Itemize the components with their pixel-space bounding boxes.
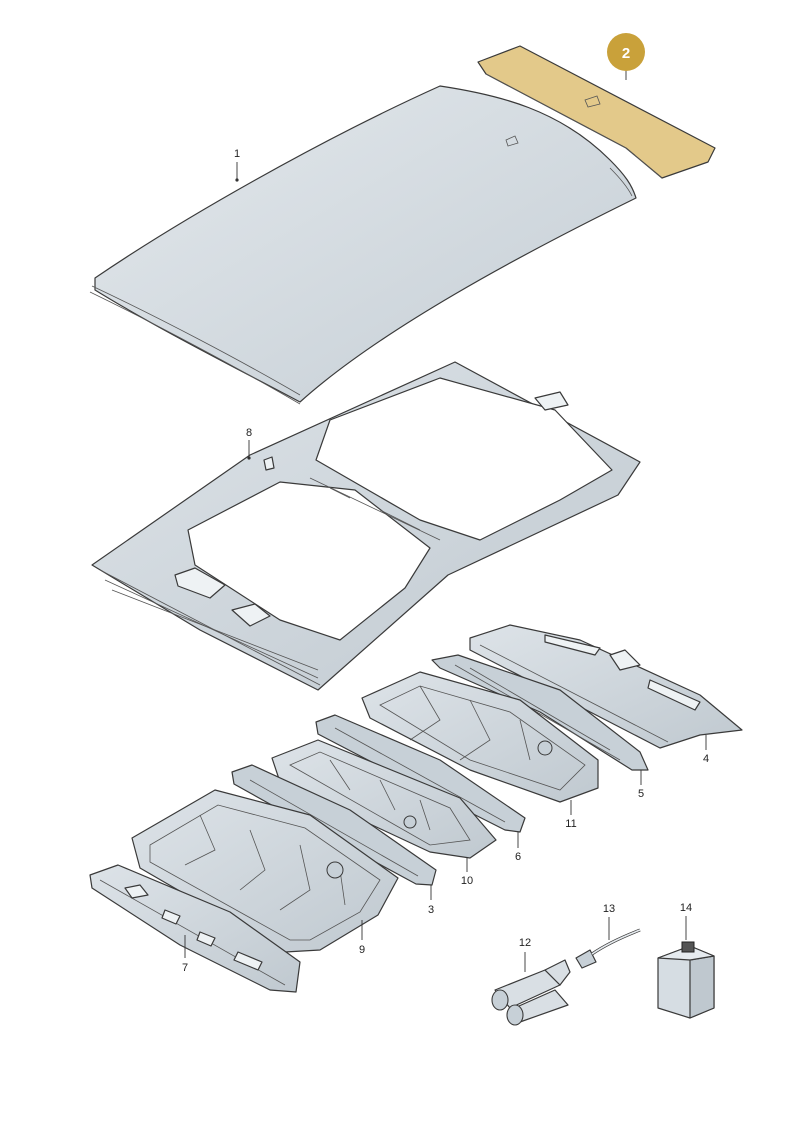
label-4: 4 xyxy=(703,753,709,765)
callout-6: 6 xyxy=(515,832,521,863)
callout-11: 11 xyxy=(565,800,577,830)
part-11-insulation-mat[interactable] xyxy=(361,671,599,803)
part-7-front-cross-member[interactable] xyxy=(89,864,301,993)
part-2-roof-trim-strip[interactable] xyxy=(477,45,716,179)
label-1: 1 xyxy=(234,148,240,160)
part-5-cross-member[interactable] xyxy=(431,654,649,771)
part-9-insulation-mat[interactable] xyxy=(131,789,399,953)
part-4-rear-cross-member[interactable] xyxy=(469,624,743,749)
label-10: 10 xyxy=(461,875,473,887)
label-3: 3 xyxy=(428,904,434,916)
callout-4: 4 xyxy=(703,735,709,765)
label-14: 14 xyxy=(680,902,692,914)
part-6-cross-member[interactable] xyxy=(315,714,526,833)
callout-10: 10 xyxy=(461,857,473,887)
part-14-container[interactable] xyxy=(657,941,715,1019)
label-6: 6 xyxy=(515,851,521,863)
callout-9: 9 xyxy=(359,920,365,956)
label-5: 5 xyxy=(638,788,644,800)
label-9: 9 xyxy=(359,944,365,956)
callout-2-highlighted[interactable]: 2 xyxy=(607,33,645,80)
part-12-adhesive-cartridge[interactable] xyxy=(491,959,571,1026)
label-11: 11 xyxy=(565,818,576,830)
callout-13: 13 xyxy=(603,903,615,940)
label-2: 2 xyxy=(622,45,630,62)
callout-12: 12 xyxy=(519,937,531,972)
callout-1: 1 xyxy=(234,148,240,182)
callout-3: 3 xyxy=(428,885,434,916)
callout-5: 5 xyxy=(638,770,644,800)
part-1-roof-panel[interactable] xyxy=(89,85,637,405)
label-13: 13 xyxy=(603,903,615,915)
callout-7: 7 xyxy=(182,935,188,974)
label-12: 12 xyxy=(519,937,531,949)
callout-8: 8 xyxy=(246,427,252,460)
callout-14: 14 xyxy=(680,902,692,940)
part-8-roof-frame[interactable] xyxy=(91,361,641,691)
part-13-mixing-nozzle[interactable] xyxy=(575,928,641,969)
label-7: 7 xyxy=(182,962,188,974)
part-3-cross-member[interactable] xyxy=(231,764,437,886)
label-8: 8 xyxy=(246,427,252,439)
highlight-badge[interactable] xyxy=(607,33,645,71)
